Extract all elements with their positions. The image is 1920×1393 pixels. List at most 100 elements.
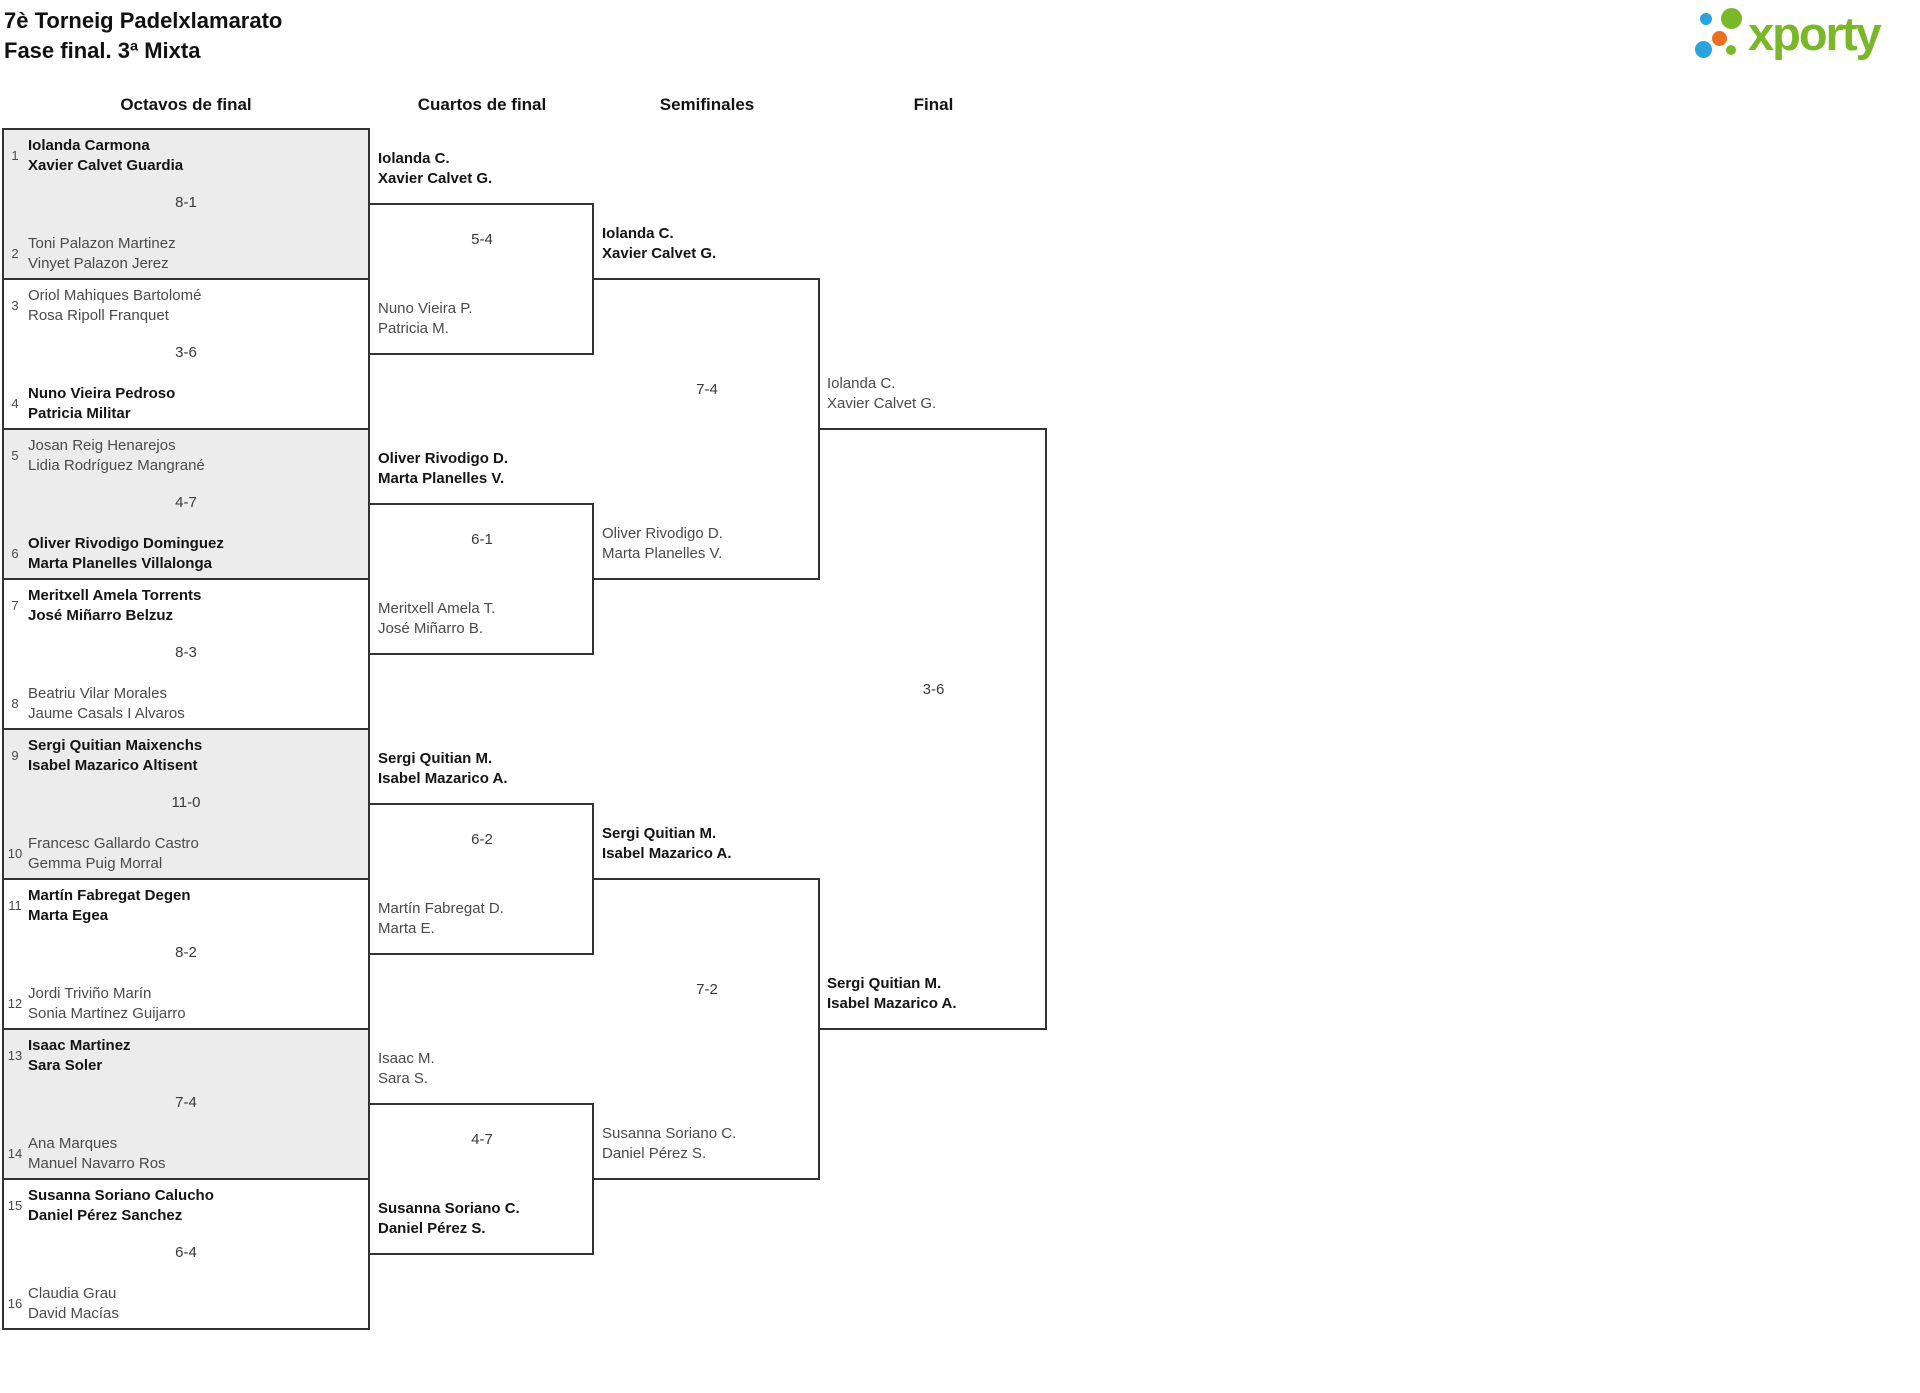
player-name: Xavier Calvet G. <box>602 245 717 262</box>
team-pair: Francesc Gallardo Castro Gemma Puig Morr… <box>28 834 364 874</box>
team-pair: Oliver Rivodigo Dominguez Marta Planelle… <box>28 534 364 574</box>
seed-number: 12 <box>7 996 23 1011</box>
seed-number: 16 <box>7 1296 23 1311</box>
match-score: 6-2 <box>471 831 493 848</box>
seed-number: 8 <box>11 696 19 711</box>
match-score: 3-6 <box>922 681 945 698</box>
player-name: Xavier Calvet G. <box>378 170 493 187</box>
player-name: Susanna Soriano Calucho <box>28 1187 214 1204</box>
seed-number: 10 <box>7 846 23 861</box>
match-score: 8-3 <box>175 644 197 661</box>
player-name: Sara Soler <box>28 1057 103 1074</box>
logo-wordmark: xporty <box>1748 7 1882 60</box>
player-name: Nuno Vieira P. <box>378 300 473 317</box>
player-name: Patricia M. <box>378 320 449 337</box>
player-name: Susanna Soriano C. <box>378 1200 520 1217</box>
team-pair: Oliver Rivodigo D. Marta Planelles V. <box>602 524 816 564</box>
player-name: Iolanda Carmona <box>28 137 150 154</box>
player-name: Gemma Puig Morral <box>28 855 163 872</box>
qf-match-4-box <box>370 1103 594 1255</box>
player-name: Francesc Gallardo Castro <box>28 835 199 852</box>
match-score: 6-4 <box>175 1244 197 1261</box>
player-name: José Miñarro B. <box>378 620 484 637</box>
team-pair: Nuno Vieira Pedroso Patricia Militar <box>28 384 364 424</box>
column-header-cuartos: Cuartos de final <box>417 95 547 114</box>
final-match-box <box>820 428 1047 1030</box>
tournament-name: 7è Torneig Padelxlamarato <box>4 8 283 33</box>
logo-dot-green-small-icon <box>1726 45 1736 55</box>
team-pair: Isaac M. Sara S. <box>378 1049 590 1089</box>
player-name: Jordi Triviño Marín <box>28 985 152 1002</box>
seed-number: 4 <box>11 396 19 411</box>
player-name: Isabel Mazarico A. <box>602 845 732 862</box>
team-pair: Susanna Soriano Calucho Daniel Pérez San… <box>28 1186 364 1226</box>
seed-number: 1 <box>11 148 19 163</box>
r16-match-1: 1 Iolanda Carmona Xavier Calvet Guardia … <box>2 128 370 280</box>
player-name: Iolanda C. <box>827 375 896 392</box>
r16-match-8: 15 Susanna Soriano Calucho Daniel Pérez … <box>2 1178 370 1330</box>
player-name: Sergi Quitian M. <box>602 825 717 842</box>
r16-match-5: 9 Sergi Quitian Maixenchs Isabel Mazaric… <box>2 728 370 880</box>
r16-match-7: 13 Isaac Martinez Sara Soler 7-4 14 Ana … <box>2 1028 370 1180</box>
player-name: Isabel Mazarico A. <box>827 995 957 1012</box>
team-pair: Iolanda C. Xavier Calvet G. <box>827 374 1043 414</box>
team-pair: Beatriu Vilar Morales Jaume Casals I Alv… <box>28 684 364 724</box>
sf-match-1-box <box>594 278 820 580</box>
player-name: Susanna Soriano C. <box>602 1125 737 1142</box>
player-name: Nuno Vieira Pedroso <box>28 385 176 402</box>
player-name: Xavier Calvet Guardia <box>28 157 184 174</box>
team-pair: Oliver Rivodigo D. Marta Planelles V. <box>378 449 590 489</box>
seed-number: 2 <box>11 246 19 261</box>
player-name: Isabel Mazarico A. <box>378 770 508 787</box>
team-pair: Sergi Quitian M. Isabel Mazarico A. <box>378 749 590 789</box>
team-pair: Iolanda C. Xavier Calvet G. <box>602 224 816 264</box>
match-score: 7-4 <box>175 1094 197 1111</box>
seed-number: 15 <box>7 1198 23 1213</box>
team-pair: Sergi Quitian M. Isabel Mazarico A. <box>602 824 816 864</box>
seed-number: 3 <box>11 298 19 313</box>
player-name: Isaac M. <box>378 1050 435 1067</box>
player-name: Isabel Mazarico Altisent <box>28 757 198 774</box>
team-pair: Ana Marques Manuel Navarro Ros <box>28 1134 364 1174</box>
player-name: Ana Marques <box>28 1135 118 1152</box>
player-name: Martín Fabregat Degen <box>28 887 191 904</box>
player-name: Lidia Rodríguez Mangrané <box>28 457 205 474</box>
player-name: Iolanda C. <box>378 150 450 167</box>
player-name: Marta E. <box>378 920 435 937</box>
team-pair: Susanna Soriano C. Daniel Pérez S. <box>378 1199 590 1239</box>
player-name: Oriol Mahiques Bartolomé <box>28 287 202 304</box>
seed-number: 7 <box>11 598 19 613</box>
player-name: Daniel Pérez S. <box>378 1220 486 1237</box>
r16-match-4: 7 Meritxell Amela Torrents José Miñarro … <box>2 578 370 730</box>
logo-dot-blue-small-icon <box>1700 13 1712 25</box>
player-name: Oliver Rivodigo Dominguez <box>28 535 224 552</box>
player-name: Iolanda C. <box>602 225 674 242</box>
player-name: Daniel Pérez S. <box>602 1145 707 1162</box>
player-name: Meritxell Amela T. <box>378 600 496 617</box>
team-pair: Meritxell Amela T. José Miñarro B. <box>378 599 590 639</box>
seed-number: 14 <box>7 1146 23 1161</box>
team-pair: Oriol Mahiques Bartolomé Rosa Ripoll Fra… <box>28 286 364 326</box>
seed-number: 6 <box>11 546 19 561</box>
r16-match-6: 11 Martín Fabregat Degen Marta Egea 8-2 … <box>2 878 370 1030</box>
column-header-semifinales: Semifinales <box>659 95 755 114</box>
player-name: José Miñarro Belzuz <box>28 607 174 624</box>
page-title: 7è Torneig Padelxlamarato Fase final. 3ª… <box>4 6 282 66</box>
player-name: Claudia Grau <box>28 1285 117 1302</box>
phase-subtitle: Fase final. 3ª Mixta <box>4 38 201 63</box>
xporty-logo[interactable]: xporty <box>1692 4 1914 66</box>
qf-match-3-box <box>370 803 594 955</box>
team-pair: Iolanda Carmona Xavier Calvet Guardia <box>28 136 364 176</box>
player-name: Jaume Casals I Alvaros <box>28 705 185 722</box>
player-name: Xavier Calvet G. <box>827 395 937 412</box>
match-score: 6-1 <box>471 531 493 548</box>
logo-dot-orange-icon <box>1712 31 1727 46</box>
player-name: Daniel Pérez Sanchez <box>28 1207 183 1224</box>
match-score: 11-0 <box>171 794 201 811</box>
player-name: Rosa Ripoll Franquet <box>28 307 169 324</box>
match-score: 7-2 <box>696 981 718 998</box>
player-name: Beatriu Vilar Morales <box>28 685 167 702</box>
match-score: 3-6 <box>175 344 197 361</box>
player-name: Marta Planelles Villalonga <box>28 555 212 572</box>
